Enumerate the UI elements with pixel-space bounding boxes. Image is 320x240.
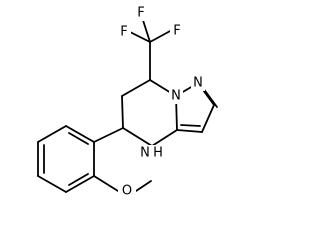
bond-aryl-double-1 — [68, 132, 89, 145]
atom-o: O — [122, 184, 132, 199]
bond-c2-c3 — [201, 104, 215, 133]
bond-aryl-a — [65, 125, 95, 143]
bond-aryl-double-3 — [68, 173, 89, 186]
bond-o-methyl — [135, 180, 152, 192]
bond-c5-c6 — [121, 95, 124, 129]
bond-pyrazole-double-2 — [180, 124, 201, 127]
bond-aryl-o — [93, 175, 119, 192]
bond-pyrazole-double-1 — [202, 87, 218, 108]
atom-n-pyrazole: N — [193, 76, 203, 91]
bond-n4-c5 — [122, 127, 153, 147]
atom-f-top: F — [137, 6, 144, 21]
bond-aryl-e — [65, 175, 95, 193]
bond-c-f-right — [149, 29, 173, 43]
atom-n4: N — [140, 146, 150, 161]
chemical-structure: F F F N N N H O — [37, 5, 218, 200]
bond-aryl-b — [37, 125, 67, 143]
atom-n4-hydrogen: H — [153, 146, 163, 161]
bond-aryl-d — [37, 175, 67, 193]
atom-n-ring: N — [171, 89, 181, 104]
bonds — [37, 13, 218, 193]
atom-labels: F F F N N N H O — [117, 5, 205, 200]
bond-c6-c7 — [121, 79, 151, 97]
bond-c3a-n4 — [151, 129, 178, 147]
bond-c3-c3a — [176, 129, 203, 133]
atom-f-left: F — [120, 25, 127, 40]
bond-c5-aryl — [93, 127, 124, 143]
atom-f-right: F — [173, 24, 180, 39]
